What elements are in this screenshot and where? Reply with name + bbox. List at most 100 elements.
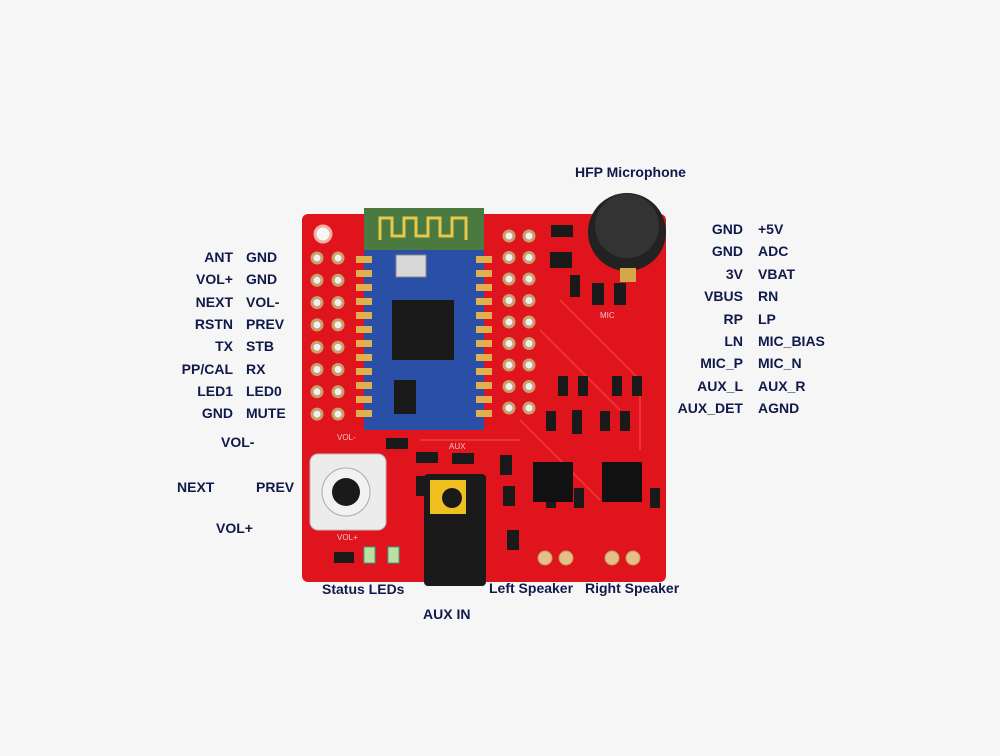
antenna-trace [378,216,468,240]
pin-pad [502,229,516,243]
pin-label: RSTN [194,315,233,332]
pin-pad [331,340,345,354]
vol-plus-silk: VOL+ [337,533,358,542]
module-pad [476,270,492,277]
module-pad [356,368,372,375]
pin-label: GND [711,221,743,237]
module-pad [476,410,492,417]
pin-pad [502,401,516,415]
pin-label: MUTE [246,405,286,422]
module-pad [356,354,372,361]
pin-pad [522,229,536,243]
pin-label: AUX_R [758,377,806,394]
pin-pad [502,358,516,372]
module-pad [476,396,492,403]
module-pad [356,270,372,277]
pin-label: MIC_P [700,355,743,372]
pin-pad [502,315,516,329]
pin-label: GND [201,405,233,422]
module-pad [476,284,492,291]
status-leds-label: Status LEDs [322,581,405,597]
module-pad [356,396,372,403]
pin-label: +5V [758,221,784,237]
module-pad [356,382,372,389]
pin-label: LN [724,333,743,349]
pin-pad [522,315,536,329]
speaker-pads [537,550,641,566]
pin-label: MIC_N [758,355,802,372]
module-pad [356,256,372,263]
pin-label: AUX_L [697,377,743,394]
pin-label: RN [758,288,779,305]
pin-pad [502,272,516,286]
module-pad [476,340,492,347]
pin-label: NEXT [195,293,233,310]
pin-label: VOL+ [196,271,233,288]
audio-jack [424,474,486,586]
pin-pad [522,358,536,372]
pin-label: STB [246,338,274,355]
pin-pad [522,380,536,393]
pin-label: GND [711,243,743,260]
pin-pad [331,273,345,287]
amp-chip-left [533,462,573,502]
module-pad [476,354,492,361]
microphone-label: HFP Microphone [575,164,686,180]
pin-pad [310,407,324,421]
status-led-1 [363,546,376,564]
left-speaker-label: Left Speaker [489,580,574,596]
pin-pad [502,251,516,264]
pin-pad [522,337,536,350]
pin-label: RP [723,310,743,327]
pin-pad [331,385,345,399]
pin-label: VBAT [758,265,796,282]
pin-pad [310,273,324,287]
pin-label: GND [246,249,278,265]
vol-minus-silk: VOL- [337,433,356,442]
status-led-2 [387,546,400,564]
pin-pad [331,407,345,421]
nav-joystick [309,453,387,531]
pin-pad [331,363,345,376]
right-speaker-label: Right Speaker [585,580,680,596]
mic-silk: MIC [600,311,615,320]
module-pad [476,312,492,319]
pin-label: ANT [204,249,233,265]
pin-pad [331,251,345,265]
left-pin-header [310,251,345,421]
pin-label: PREV [246,315,285,332]
pin-label: RX [246,360,266,377]
pin-pad [310,296,324,310]
pin-pad [522,251,536,264]
module-pad [476,256,492,263]
module-pad [476,368,492,375]
pin-pad [310,340,324,354]
smd-components [334,225,660,563]
module-pad [356,312,372,319]
pin-pad [310,318,324,332]
module-pad [356,340,372,347]
microphone [588,193,666,282]
pin-label: LED0 [246,382,282,399]
bt-chip [392,300,454,360]
module-pad [356,326,372,333]
center-pin-header [502,229,536,415]
pin-pad [502,337,516,350]
pin-pad [331,318,345,332]
pin-label: PP/CAL [181,360,233,377]
pin-pad [310,363,324,376]
joystick-right-label: PREV [256,479,295,495]
pin-pad [522,401,536,415]
crystal [395,254,427,278]
module-pad [476,326,492,333]
pin-pad [310,251,324,265]
aux-in-label: AUX IN [423,606,471,622]
pin-label: 3V [725,265,743,282]
pin-label: GND [246,271,278,288]
pin-pad [502,294,516,307]
pin-label: LED1 [197,382,233,399]
module-pad [476,382,492,389]
pin-pad [331,296,345,310]
pin-label: LP [758,310,776,327]
